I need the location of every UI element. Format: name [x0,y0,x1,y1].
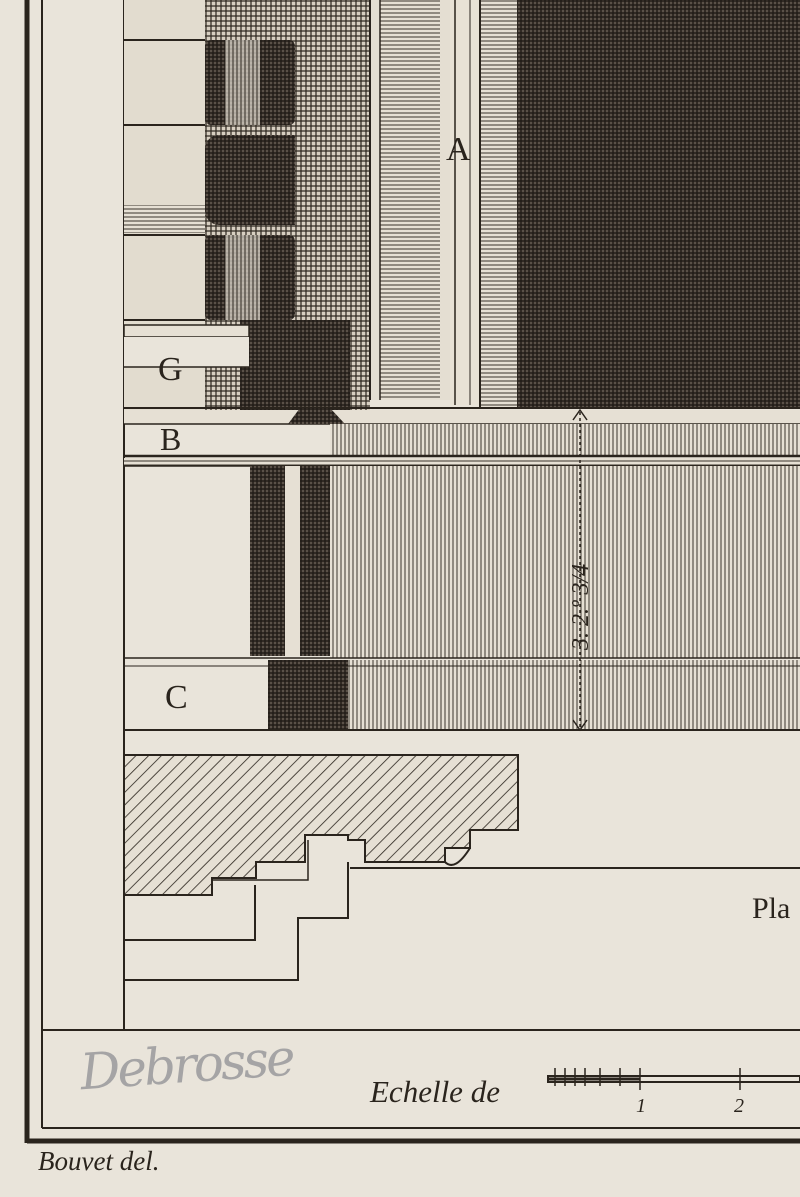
door-opening [518,0,800,408]
scale-caption: Echelle de [370,1074,500,1109]
plate-title-fragment: Pla [752,892,790,925]
label-g: G [158,351,183,388]
rusticated-pilaster [205,0,370,410]
dimension-line [572,408,588,732]
plate-frame [24,0,800,1144]
plinth [124,466,800,731]
scale-tick-2: 2 [734,1095,744,1117]
label-a: A [446,131,471,168]
label-c: C [165,679,188,716]
dimension-text: 3. 2.º 3/4 [568,564,594,651]
door-jamb [369,0,519,408]
section-profile [123,754,800,1030]
base-moulding [123,324,800,467]
label-b: B [160,421,181,457]
scale-bar [547,1068,800,1090]
scale-tick-1: 1 [636,1095,646,1117]
engraver-credit: Bouvet del. [38,1146,160,1176]
